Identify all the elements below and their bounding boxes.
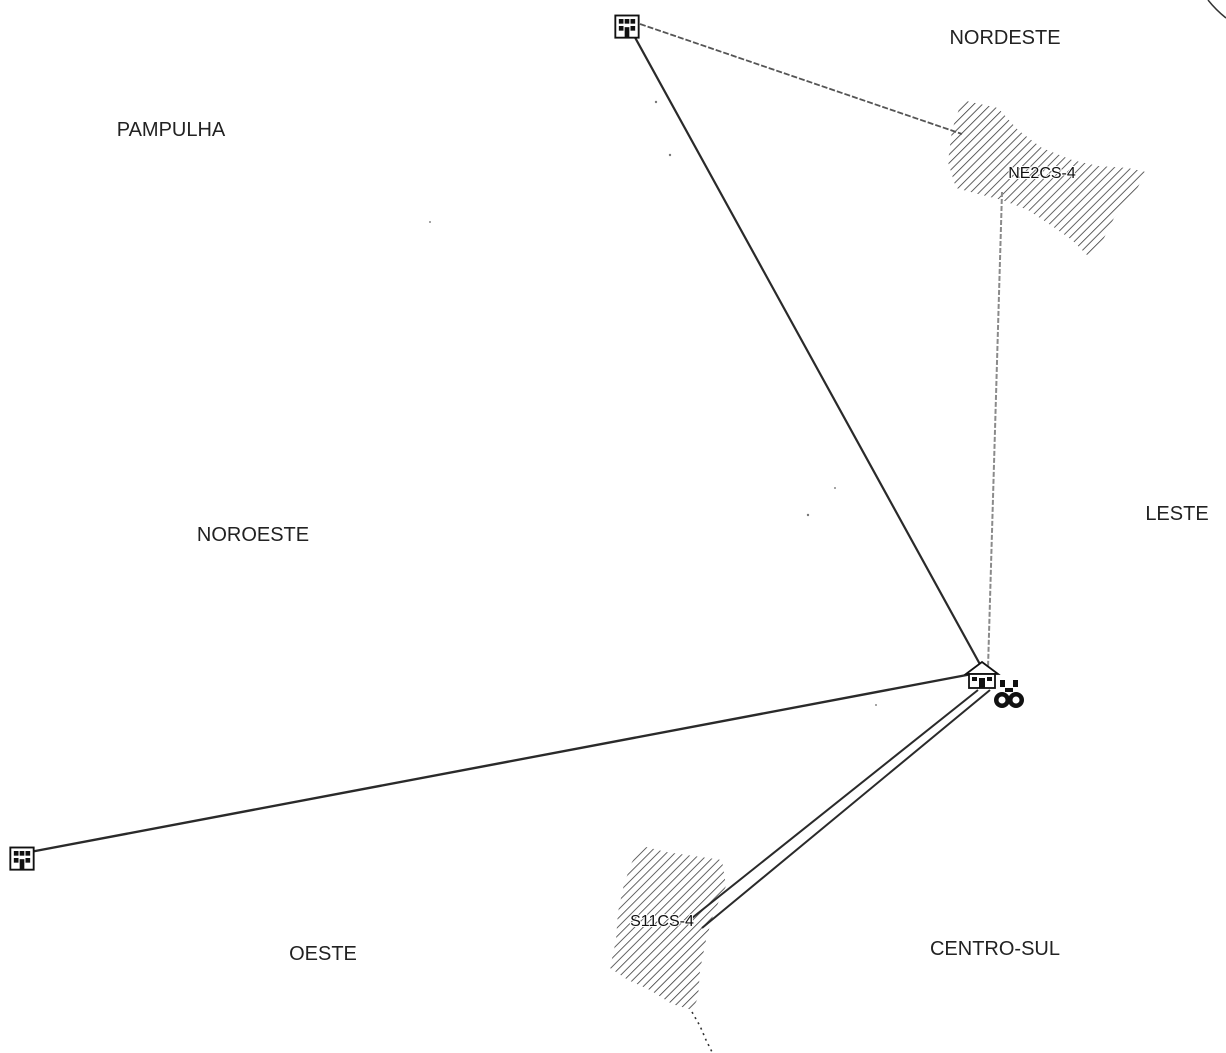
speck (654, 100, 658, 104)
speck (834, 487, 836, 489)
link-hub-s11cs4-a (691, 689, 979, 919)
link-north-ne2cs4 (639, 23, 963, 135)
corner-arc (1207, 0, 1226, 19)
sector-label-s11cs4: S11CS-4 (630, 913, 694, 930)
region-label-oeste: OESTE (289, 943, 357, 965)
dotted-trail (691, 1011, 713, 1053)
building-icon[interactable] (9, 846, 35, 871)
link-west-hub (29, 672, 973, 854)
house-icon[interactable] (963, 660, 1001, 689)
region-label-nordeste: NORDESTE (949, 27, 1060, 49)
speck (668, 153, 672, 157)
building-icon[interactable] (614, 14, 640, 39)
region-label-centro-sul: CENTRO-SUL (930, 938, 1060, 960)
binoculars-icon[interactable] (994, 680, 1024, 708)
sector-area-ne2cs4 (948, 100, 1146, 256)
link-north-hub (631, 31, 983, 669)
sector-area-s11cs4 (610, 846, 726, 1010)
region-label-pampulha: PAMPULHA (117, 119, 226, 141)
link-ne2cs4-hub (987, 191, 1003, 669)
speck (875, 704, 877, 706)
sector-label-ne2cs4: NE2CS-4 (1008, 165, 1076, 182)
link-hub-s11cs4-b (701, 689, 991, 929)
speck (806, 513, 810, 517)
speck (429, 221, 431, 223)
region-label-noroeste: NOROESTE (197, 524, 309, 546)
region-label-leste: LESTE (1145, 503, 1208, 525)
